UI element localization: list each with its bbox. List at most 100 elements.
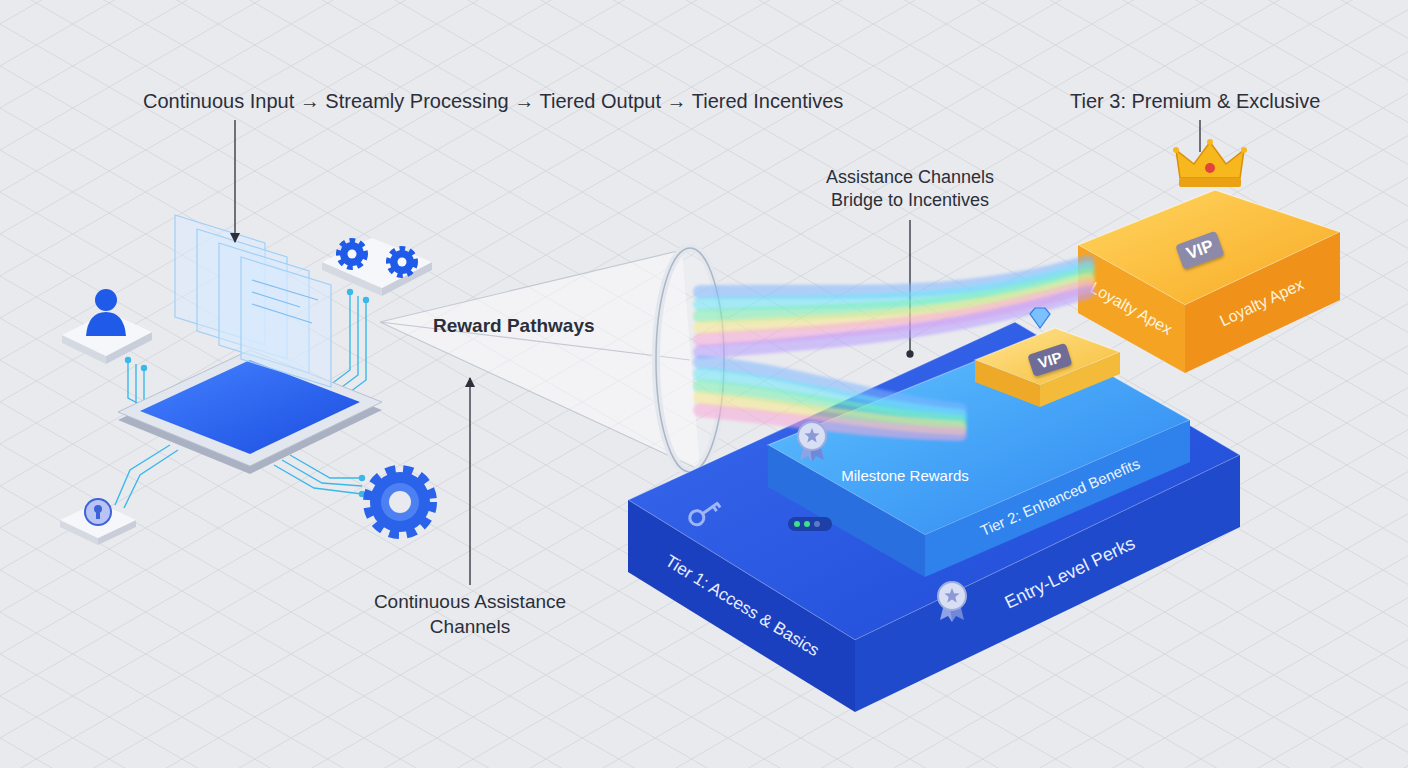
circuit-trace [124, 450, 178, 508]
grid-line [0, 0, 1408, 192]
slab-face [925, 420, 1190, 577]
reward-stream [700, 374, 960, 416]
gear-icon [370, 472, 430, 532]
circuit-trace [274, 465, 362, 494]
circuit-trace [330, 292, 350, 385]
crown-icon [1205, 163, 1215, 173]
gear-tile [340, 242, 364, 266]
reward-stream [700, 262, 1088, 434]
section-label: Reward Pathways [433, 314, 595, 339]
diamond-icon [1030, 308, 1050, 328]
callout-label: Assistance Channels Bridge to Incentives [810, 166, 1010, 213]
grid-line [0, 0, 1408, 80]
tier-platform: VIPLoyalty ApexLoyalty Apex [1070, 185, 1345, 375]
progress-icon [804, 521, 810, 527]
glass-panel [241, 257, 331, 387]
reward-stream [700, 410, 960, 434]
gear-tile [398, 258, 407, 267]
grid-line [0, 94, 1408, 768]
flow-title: Continuous Input → Streamly Processing →… [143, 88, 843, 114]
grid-line [0, 640, 1408, 768]
grid-line [0, 0, 1408, 24]
gear-tile [322, 238, 432, 288]
diamond-icon [1030, 308, 1050, 328]
slab-outline [760, 310, 1200, 585]
reward-stream [700, 268, 1088, 304]
grid-line [0, 220, 1408, 768]
circuit-trace [346, 300, 366, 395]
user-icon-tile [62, 289, 152, 364]
grid-line [0, 0, 1408, 738]
progress-icon [788, 517, 832, 531]
tier-platform: Milestone RewardsTier 2: Enhanced Benefi… [760, 310, 1200, 585]
progress-icon [794, 521, 800, 527]
medal-icon [798, 422, 826, 462]
gear-icon [381, 483, 419, 521]
grid-line [0, 66, 1408, 768]
focus-ring [656, 248, 724, 472]
focus-ring [656, 248, 724, 472]
grid-line [0, 150, 1408, 768]
reward-stream [700, 292, 1088, 352]
slab-face [628, 500, 855, 712]
focus-ring [656, 248, 724, 472]
crown-icon [1179, 178, 1241, 187]
grid-line [0, 766, 1408, 768]
reward-stream [700, 262, 1088, 292]
lock-tile [96, 510, 100, 519]
key-icon [687, 497, 722, 527]
grid-line [0, 108, 1408, 768]
gear-icon [389, 491, 411, 513]
crown-icon [1176, 142, 1244, 178]
user-icon-tile [62, 312, 152, 356]
grid-line [0, 0, 1408, 752]
lock-tile [60, 499, 136, 545]
reward-stream [700, 280, 1088, 328]
grid-line [0, 0, 1408, 206]
crown-icon [1173, 139, 1247, 187]
crown-icon [1173, 147, 1179, 153]
slab-outline [1070, 185, 1345, 375]
grid-line [0, 0, 1408, 696]
grid-line [0, 24, 1408, 768]
grid-line [0, 654, 1408, 768]
circuit-trace [282, 460, 362, 486]
grid-line [0, 724, 1408, 768]
key-icon [703, 503, 722, 519]
gear-icon [370, 472, 430, 532]
grid-line [0, 0, 1408, 150]
grid-line [0, 598, 1408, 768]
key-icon [687, 508, 706, 527]
tablet-device [118, 350, 382, 466]
slab-face [768, 445, 925, 577]
grid-line [0, 0, 1408, 164]
reward-caption: Milestone Rewards [841, 467, 969, 484]
reward-stream [700, 386, 960, 422]
circuit-trace [364, 298, 369, 303]
reward-stream [700, 286, 1088, 340]
crown-icon [1241, 147, 1247, 153]
lock-tile [85, 499, 111, 525]
callout-label: Tier 3: Premium & Exclusive [1070, 88, 1320, 114]
grid-line [0, 682, 1408, 768]
slab-face [1078, 245, 1185, 373]
leader-line [469, 378, 470, 585]
callout-label: Continuous Assistance Channels [345, 590, 595, 639]
leader-line [234, 120, 235, 242]
reward-stream [700, 398, 960, 428]
glass-panel [252, 280, 318, 323]
gear-tile [390, 250, 414, 274]
grid-line [0, 0, 1408, 122]
grid-line [0, 0, 1408, 66]
circuit-trace [115, 445, 170, 505]
crown-icon [1207, 139, 1213, 145]
grid-line [0, 0, 1408, 486]
reward-stream [700, 362, 960, 410]
tier-platform: Tier 1: Access & BasicsEntry-Level Perks… [620, 310, 1250, 740]
